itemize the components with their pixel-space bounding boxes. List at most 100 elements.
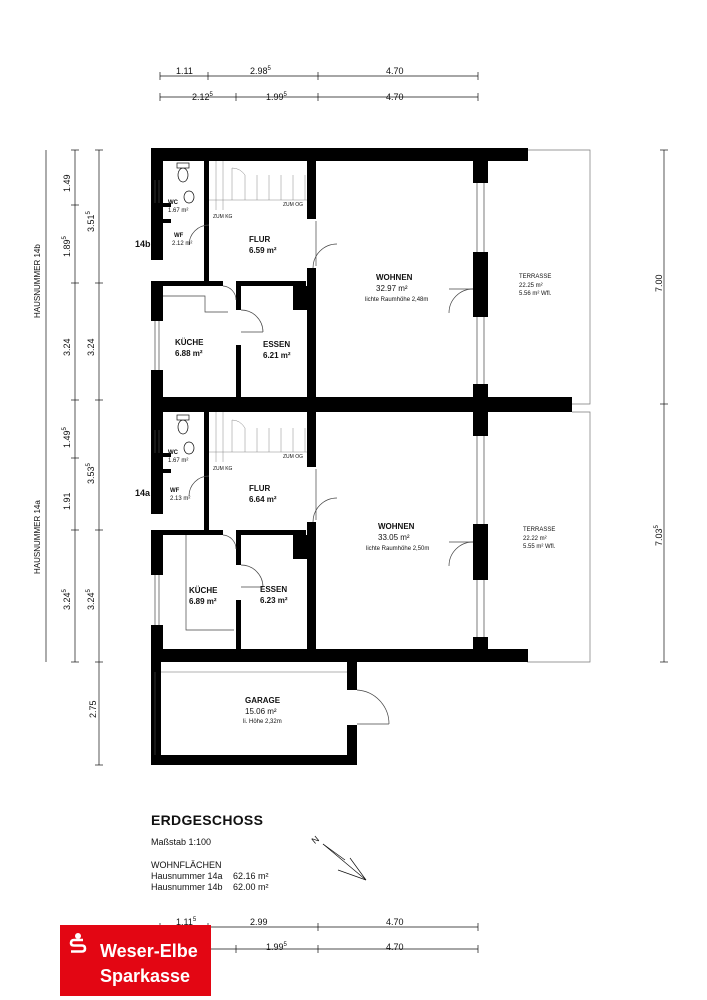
north-arrow-icon: N: [310, 834, 367, 881]
sparkasse-logo: Weser-Elbe Sparkasse: [60, 925, 211, 996]
dim-label: 7.00: [654, 274, 664, 292]
svg-text:3.24: 3.24: [62, 338, 72, 356]
dim-label: 1.91: [62, 492, 72, 510]
top-dimension-labels: 1.11 2.985 4.70 2.125 1.995 4.70: [176, 66, 404, 102]
logo-line-1: Weser-Elbe: [100, 941, 198, 961]
dim-label: 1.49: [62, 430, 72, 448]
room-wfl: 5.56 m² Wfl.: [519, 291, 552, 297]
svg-text:7.035: 7.035: [654, 524, 664, 546]
dim-label: 1.11: [176, 917, 193, 927]
svg-text:1.91: 1.91: [62, 492, 72, 510]
room-area: 6.64 m²: [249, 495, 277, 504]
dim-label: 4.70: [386, 917, 404, 927]
living-area-value: 62.16 m²: [233, 871, 269, 881]
dim-label: 7.03: [654, 528, 664, 546]
room-area: 1.67 m²: [168, 208, 188, 214]
top-dimension-lines: [159, 72, 479, 101]
dim-label: 3.51: [86, 214, 96, 232]
stair-down-label: ZUM KG: [213, 466, 233, 472]
room-labels-14a: WC 1.67 m² WF 2.13 m² FLUR 6.64 m² KÜCHE…: [168, 450, 556, 606]
living-area-label: Hausnummer 14b: [151, 882, 223, 892]
house-tags: 14b 14a: [135, 239, 151, 498]
living-area-row: Hausnummer 14a 62.16 m²: [151, 871, 269, 882]
svg-text:1.115: 1.115: [176, 917, 197, 927]
svg-text:3.245: 3.245: [62, 588, 72, 610]
svg-text:4.70: 4.70: [386, 917, 404, 927]
room-name: WC: [168, 200, 179, 206]
room-name: WC: [168, 450, 179, 456]
stair-down-label: ZUM KG: [213, 214, 233, 220]
dim-label: 3.24: [62, 338, 72, 356]
room-name: WF: [170, 488, 180, 494]
dim-label: 1.99: [266, 942, 284, 952]
room-area: 33.05 m²: [378, 533, 410, 542]
dim-label: 2.98: [250, 66, 268, 76]
room-name: WF: [174, 233, 184, 239]
stair-up-label: ZUM OG: [283, 454, 303, 460]
room-area: 6.23 m²: [260, 596, 288, 605]
house-tag-14b: 14b: [135, 239, 151, 249]
dim-sup: 5: [62, 235, 68, 239]
room-area: 1.67 m²: [168, 458, 188, 464]
walls: [151, 148, 572, 765]
wc-fixtures: [176, 162, 195, 455]
house-label-14b: HAUSNUMMER 14b: [33, 244, 42, 318]
stair-up-label: ZUM OG: [283, 202, 303, 208]
room-area: 2.13 m²: [170, 496, 190, 502]
left-dimension-lines: [45, 149, 103, 766]
svg-text:3.24: 3.24: [86, 338, 96, 356]
svg-text:4.70: 4.70: [386, 942, 404, 952]
living-area-row: Hausnummer 14b 62.00 m²: [151, 882, 269, 893]
svg-text:1.995: 1.995: [266, 92, 288, 102]
dim-sup: 5: [284, 92, 288, 98]
room-area: 22.25 m²: [519, 283, 543, 289]
openings: [154, 180, 485, 755]
dim-sup: 5: [284, 942, 288, 948]
room-name: TERRASSE: [523, 527, 555, 533]
room-name: TERRASSE: [519, 274, 551, 280]
svg-text:1.495: 1.495: [62, 426, 72, 448]
dim-label: 1.11: [176, 66, 193, 76]
dim-label: 4.70: [386, 942, 404, 952]
svg-text:2.125: 2.125: [192, 92, 214, 102]
floor-title: ERDGESCHOSS: [151, 812, 264, 828]
svg-text:2.75: 2.75: [88, 700, 98, 718]
dim-label: 3.24: [86, 592, 96, 610]
room-name: WOHNEN: [378, 522, 415, 531]
house-tag-14a: 14a: [135, 488, 151, 498]
svg-text:1.49: 1.49: [62, 174, 72, 192]
room-name: GARAGE: [245, 696, 281, 705]
left-dimension-labels: 1.49 1.895 3.24 1.495 1.91 3.245 2.75 3.…: [33, 174, 98, 718]
dim-sup: 5: [193, 917, 197, 923]
scale-label: Maßstab 1:100: [151, 837, 212, 847]
room-note: li. Höhe 2,32m: [243, 719, 282, 725]
dim-label: 2.12: [192, 92, 210, 102]
svg-text:7.00: 7.00: [654, 274, 664, 292]
dim-label: 2.75: [88, 700, 98, 718]
svg-text:3.535: 3.535: [86, 462, 96, 484]
terrace-outlines: [527, 149, 591, 663]
room-name: KÜCHE: [189, 586, 218, 595]
room-wfl: 5.55 m² Wfl.: [523, 544, 556, 550]
dim-label: 4.70: [386, 66, 404, 76]
dim-sup: 5: [210, 92, 214, 98]
right-dimension-labels: 7.00 7.035: [654, 274, 664, 546]
room-name: FLUR: [249, 484, 271, 493]
dim-label: 1.89: [62, 239, 72, 257]
bottom-dimension-labels: 1.115 2.99 4.70 1.995 4.70: [176, 917, 404, 952]
room-area: 6.59 m²: [249, 246, 277, 255]
dim-label: 3.24: [86, 338, 96, 356]
right-dimension-lines: [660, 149, 668, 663]
room-name: ESSEN: [263, 340, 290, 349]
room-name: KÜCHE: [175, 338, 204, 347]
room-name: ESSEN: [260, 585, 287, 594]
svg-text:2.99: 2.99: [250, 917, 268, 927]
dim-sup: 5: [654, 524, 660, 528]
room-area: 6.89 m²: [189, 597, 217, 606]
svg-text:1.895: 1.895: [62, 235, 72, 257]
dim-label: 1.99: [266, 92, 284, 102]
dim-label: 3.53: [86, 466, 96, 484]
living-area-value: 62.00 m²: [233, 882, 269, 892]
svg-text:4.70: 4.70: [386, 92, 404, 102]
